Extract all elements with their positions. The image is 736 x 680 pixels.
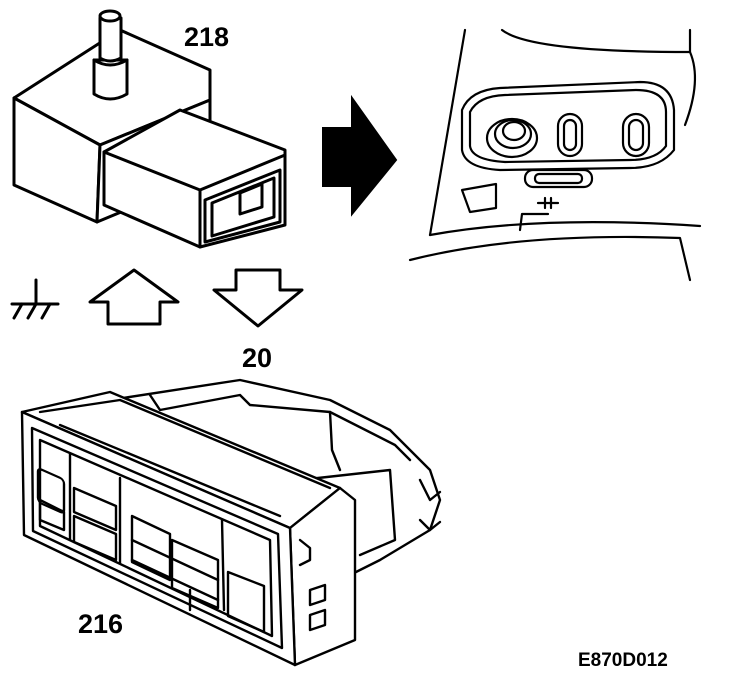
ceiling-console-illustration <box>408 28 702 282</box>
part-label-216: 216 <box>78 609 124 639</box>
arrow-up-icon <box>88 268 180 326</box>
arrow-down-icon <box>212 268 304 328</box>
part-label-218: 218 <box>184 22 230 52</box>
control-panel-216-illustration <box>20 378 442 667</box>
arrow-right-icon <box>322 94 398 217</box>
wire-label-20: 20 <box>242 343 273 373</box>
ground-symbol-icon <box>10 278 60 320</box>
figure-code: E870D012 <box>578 650 668 671</box>
sensor-218-illustration <box>12 9 287 249</box>
